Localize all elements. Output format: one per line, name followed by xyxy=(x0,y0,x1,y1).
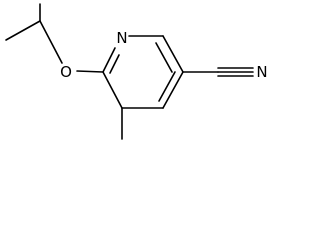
bond-oxygen-to-ring xyxy=(76,70,104,73)
bond-ring-c3-c4 xyxy=(162,71,184,109)
bond-ring-c2-c3 xyxy=(162,35,184,73)
atom-label-nitrile-nitrogen: N xyxy=(256,63,267,81)
bond-ring-c5-c6 xyxy=(102,71,123,109)
bond-ring-c6-n1-double xyxy=(109,54,120,74)
bond-ring-c6-n1 xyxy=(102,47,116,73)
chemical-structure-diagram: N O N xyxy=(5,3,268,140)
atom-label-ring-nitrogen: N xyxy=(116,29,127,47)
atom-label-ether-oxygen: O xyxy=(60,63,72,81)
bond-isopropyl-to-oxygen xyxy=(39,20,63,64)
bond-ring-c2-c3-double xyxy=(155,42,173,73)
bond-isopropyl-left-methyl xyxy=(5,20,41,41)
bond-ring-c3-c4-double xyxy=(158,71,176,102)
